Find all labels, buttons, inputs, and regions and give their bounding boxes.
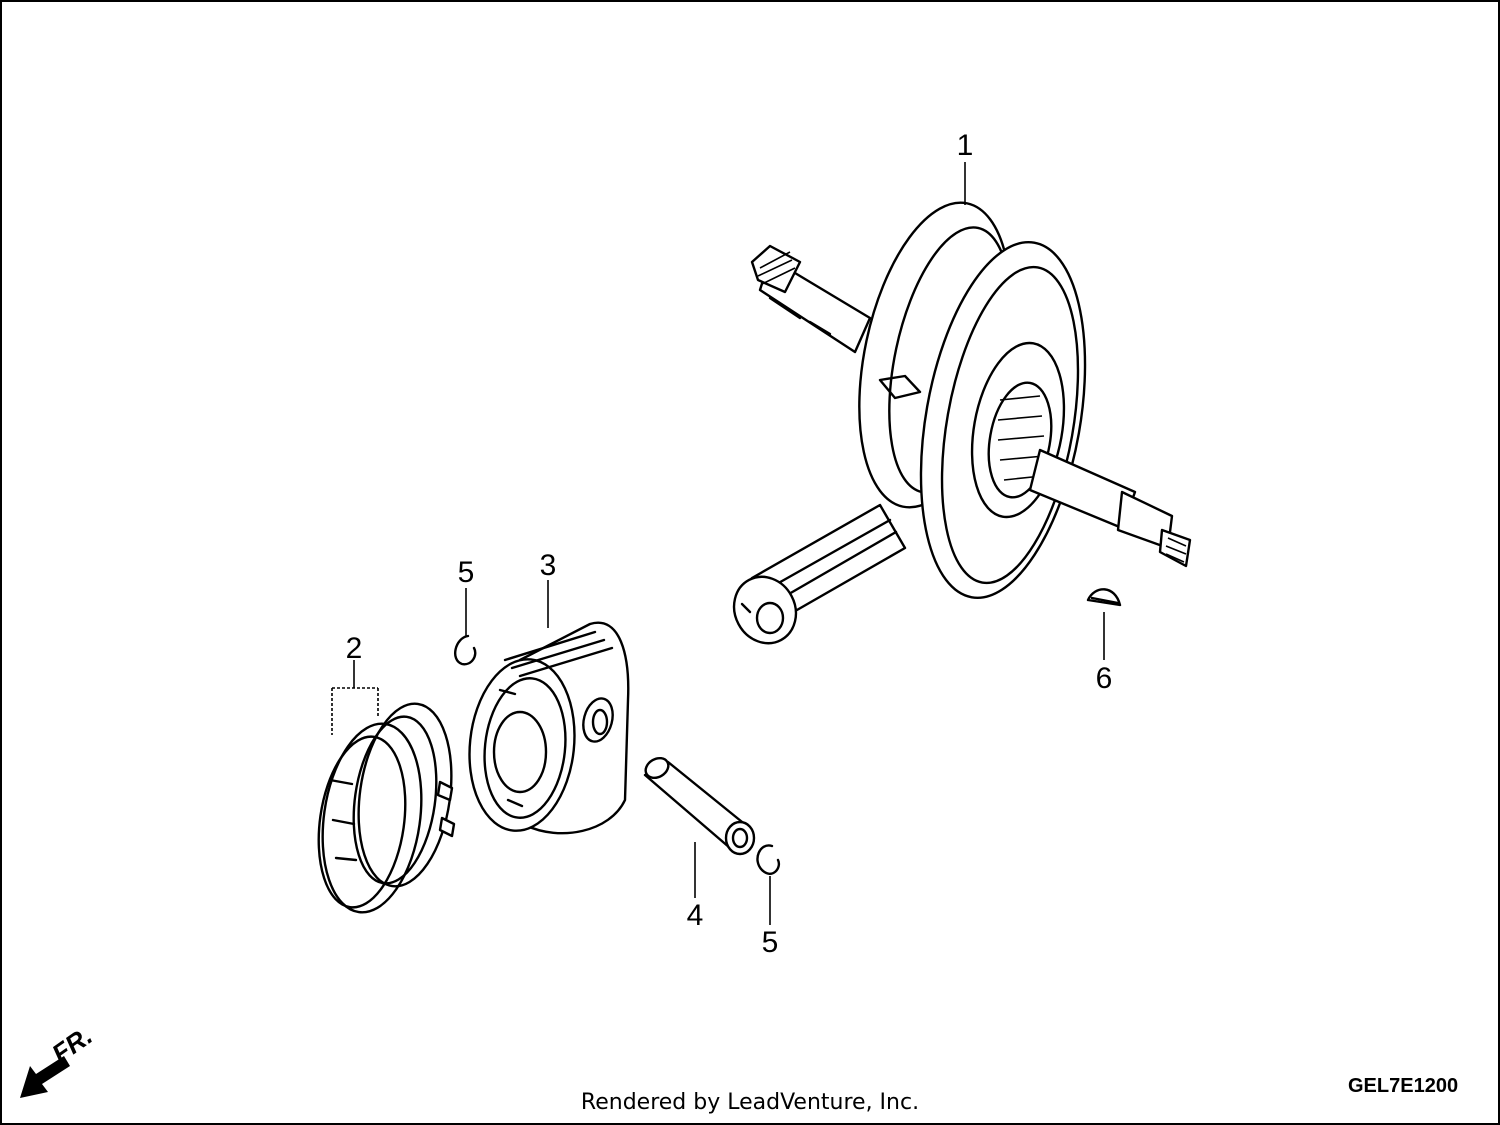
front-marker-label: FR. [46, 1020, 98, 1069]
callout-5-upper: 5 [458, 556, 475, 589]
piston-pin-clip-lower[interactable] [756, 844, 781, 875]
piston-pin-clip-upper[interactable] [454, 634, 477, 666]
woodruff-key-part[interactable] [1086, 588, 1122, 607]
piston-part[interactable] [461, 621, 630, 836]
piston-ring-set-part[interactable] [308, 698, 462, 919]
callout-4: 4 [687, 899, 704, 932]
ring-bracket-line [331, 687, 379, 735]
diagram-code: GEL7E1200 [1348, 1075, 1458, 1097]
piston-pin-part[interactable] [642, 754, 756, 856]
render-credit: Rendered by LeadVenture, Inc. [580, 1090, 920, 1115]
callout-2: 2 [346, 632, 363, 665]
front-arrow-icon [20, 1056, 70, 1098]
callout-1: 1 [957, 129, 974, 162]
crankshaft-part[interactable] [723, 189, 1192, 654]
callout-5-lower: 5 [762, 926, 779, 959]
callout-3: 3 [540, 549, 557, 582]
front-direction-marker: FR. [20, 1020, 98, 1098]
callout-6: 6 [1096, 662, 1113, 695]
